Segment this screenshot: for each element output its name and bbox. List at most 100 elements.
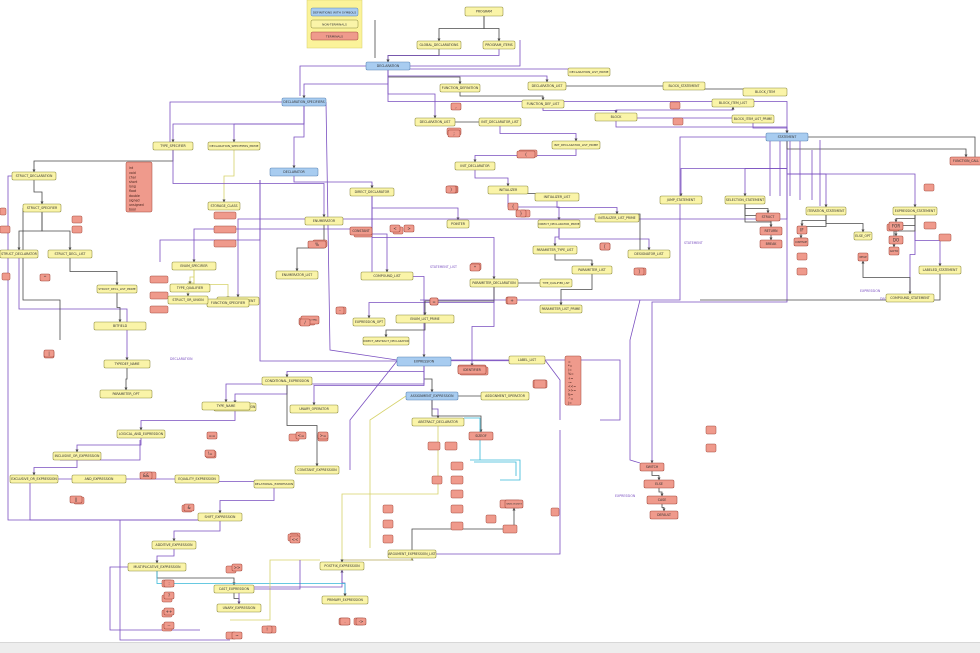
node-designator-list[interactable]: DESIGNATOR_LIST (627, 249, 671, 259)
node-type-qualifier[interactable]: TYPE_QUALIFIER (169, 283, 211, 293)
node-t-shl[interactable]: << (289, 535, 301, 544)
node-block[interactable]: BLOCK (594, 112, 638, 122)
node-block-stmt[interactable]: BLOCK_STATEMENT (662, 81, 706, 91)
node-t-assign[interactable]: = (429, 297, 439, 306)
node-while-kw[interactable]: WHILE (857, 252, 869, 262)
node-param-type-list[interactable]: PARAMETER_TYPE_LIST (532, 245, 578, 255)
node-decl-spec-prime[interactable]: DECLARATION_SPECIFIERS_PRIME (207, 141, 261, 151)
node-program[interactable]: PROGRAM (464, 6, 504, 17)
node-cast-expr[interactable]: CAST_EXPRESSION (213, 584, 255, 594)
node-param-list-prime[interactable]: PARAMETER_LIST_PRIME (539, 304, 583, 314)
node-t-colon[interactable]: : (163, 579, 175, 588)
node-exclusive-or-expr[interactable]: EXCLUSIVE_OR_EXPRESSION (9, 474, 59, 484)
node-enumerator[interactable]: ENUMERATOR (304, 216, 344, 226)
node-primary-expr[interactable]: PRIMARY_EXPRESSION (321, 595, 369, 605)
node-struct-decl[interactable]: STRUCT_DECLARATION (11, 171, 57, 181)
node-t-tilde[interactable]: ~ (231, 631, 243, 640)
node-logical-and-expr[interactable]: LOGICAL_AND_EXPRESSION (116, 429, 166, 439)
node-t-ge[interactable]: >= (317, 431, 329, 440)
node-decl-list-prime[interactable]: DECLARATION_LIST_PRIME (567, 67, 611, 77)
node-decl-list[interactable]: DECLARATION_LIST (414, 117, 456, 127)
node-t-comma[interactable]: , (450, 102, 462, 111)
node-t-lt[interactable]: < (389, 224, 401, 233)
node-t-rparen[interactable]: ) (445, 185, 457, 194)
node-assignment-expr[interactable]: ASSIGNMENT_EXPRESSION (405, 391, 459, 401)
node-expr-opt[interactable]: EXPRESSION_OPT (352, 317, 386, 327)
node-type-specifier[interactable]: TYPE_SPECIFIER (152, 141, 194, 151)
node-param-list[interactable]: PARAMETER_LIST (571, 265, 613, 275)
node-default-kw[interactable]: DEFAULT (649, 510, 679, 520)
node-type-qual-list[interactable]: TYPE_QUALIFIER_LIST (539, 278, 573, 288)
node-unary-expr[interactable]: UNARY_EXPRESSION (216, 603, 262, 613)
node-t-bang[interactable]: ! (261, 625, 273, 634)
node-t-q[interactable]: ? (163, 591, 175, 600)
node-function-def[interactable]: FUNCTION_DEFINITION (439, 83, 481, 93)
node-t-arrow[interactable]: -> (355, 617, 367, 626)
node-and-expr[interactable]: AND_EXPRESSION (71, 474, 127, 484)
node-pointer[interactable]: POINTER (446, 219, 470, 229)
node-sizeof-kw[interactable]: SIZEOF (468, 431, 494, 441)
node-if-kw[interactable]: IF (796, 225, 808, 235)
node-storage-class[interactable]: STORAGE_CLASS (207, 201, 241, 211)
node-block-item-list[interactable]: BLOCK_ITEM_LIST (711, 98, 755, 108)
node-block-item[interactable]: BLOCK_ITEM (742, 87, 788, 97)
node-bitfield[interactable]: BITFIELD (93, 321, 147, 331)
node-program-items[interactable]: PROGRAM_ITEMS (482, 40, 516, 50)
node-postfix-expr[interactable]: POSTFIX_EXPRESSION (319, 561, 365, 571)
node-t-star[interactable]: * (469, 263, 481, 272)
node-typedef-name[interactable]: TYPEDEF_NAME (103, 359, 151, 369)
node-goto-kw[interactable]: GOTO (888, 246, 900, 256)
node-t-lbrace[interactable]: { (507, 202, 519, 211)
node-type-name[interactable]: TYPE_NAME (201, 401, 251, 411)
node-direct-declarator[interactable]: DIRECT_DECLARATOR (349, 187, 395, 197)
node-equality-expr[interactable]: EQUALITY_EXPRESSION (174, 474, 220, 484)
node-t-rbrack[interactable]: ] (633, 267, 645, 276)
node-struct-decl-list[interactable]: STRUCT_DECL_LIST (47, 249, 93, 259)
node-label-list[interactable]: LABEL_LIST (508, 355, 546, 365)
node-identifier[interactable]: IDENTIFIER (457, 365, 487, 375)
node-enumerator-list[interactable]: ENUMERATOR_LIST (275, 270, 319, 280)
node-t-rbrace[interactable]: } (515, 209, 527, 218)
node-t-dec[interactable]: -- (163, 621, 175, 630)
node-t-ne[interactable]: != (204, 449, 216, 458)
node-init-list[interactable]: INITIALIZER_LIST (534, 192, 580, 202)
node-multiplicative-expr[interactable]: MULTIPLICATIVE_EXPRESSION (127, 562, 187, 572)
node-initializer[interactable]: INITIALIZER (487, 185, 529, 195)
node-declaration[interactable]: DECLARATION (365, 61, 411, 71)
node-struct-spec[interactable]: STRUCT_SPECIFIER (22, 203, 62, 213)
node-iteration-stmt[interactable]: ITERATION_STATEMENT (805, 206, 847, 216)
node-enum-list-prime[interactable]: ENUM_LIST_PRIME (395, 314, 455, 324)
node-unary-op[interactable]: UNARY_OPERATOR (289, 404, 339, 414)
node-t-inc[interactable]: ++ (163, 607, 175, 616)
node-function-def-list[interactable]: FUNCTION_DEF_LIST (521, 99, 565, 109)
node-init-decl-list-prime[interactable]: INIT_DECLARATOR_LIST_PRIME (551, 140, 601, 150)
node-function-call[interactable]: FUNCTION_CALL (949, 156, 980, 166)
node-t-pipe[interactable]: | (43, 349, 55, 358)
node-selection-stmt[interactable]: SELECTION_STATEMENT (724, 195, 766, 205)
node-t-semi[interactable]: ; (447, 129, 461, 138)
node-t-gt[interactable]: > (403, 224, 415, 233)
node-break-kw[interactable]: BREAK (759, 239, 783, 249)
node-t-slash[interactable]: / (299, 318, 311, 327)
node-t-lparen[interactable]: ( (516, 150, 536, 159)
node-additive-expr[interactable]: ADDITIVE_EXPRESSION (151, 540, 197, 550)
node-t-amp[interactable]: & (183, 503, 195, 512)
node-direct-decl-prime[interactable]: DIRECT_DECLARATOR_PRIME (537, 219, 581, 229)
node-compound-list[interactable]: COMPOUND_LIST (360, 271, 414, 281)
node-case-kw[interactable]: CASE (646, 495, 678, 505)
node-abstract-decl[interactable]: ABSTRACT_DECLARATOR (411, 417, 465, 427)
node-t-minus[interactable]: - (335, 306, 345, 315)
node-conditional-expr[interactable]: CONDITIONAL_EXPRESSION (261, 376, 313, 386)
node-t-caret[interactable]: ^ (39, 273, 51, 282)
node-constant-expr[interactable]: CONSTANT_EXPRESSION (294, 465, 340, 475)
node-parameter-opt[interactable]: PARAMETER_OPT (99, 389, 153, 399)
node-jump-stmt[interactable]: JUMP_STATEMENT (659, 195, 703, 205)
node-t-pct[interactable]: % (307, 240, 327, 249)
node-compound-stmt[interactable]: COMPOUND_STATEMENT (885, 293, 935, 303)
node-inclusive-or-expr[interactable]: INCLUSIVE_OR_EXPRESSION (52, 451, 102, 461)
node-enum-spec[interactable]: ENUM_SPECIFIER (171, 261, 217, 271)
node-do-kw[interactable]: DO (888, 235, 904, 245)
node-struct-kw[interactable]: STRUCT (755, 212, 781, 222)
node-decl-specifiers[interactable]: DECLARATION_SPECIFIERS (281, 97, 327, 107)
node-return-kw[interactable]: RETURN (759, 226, 783, 236)
